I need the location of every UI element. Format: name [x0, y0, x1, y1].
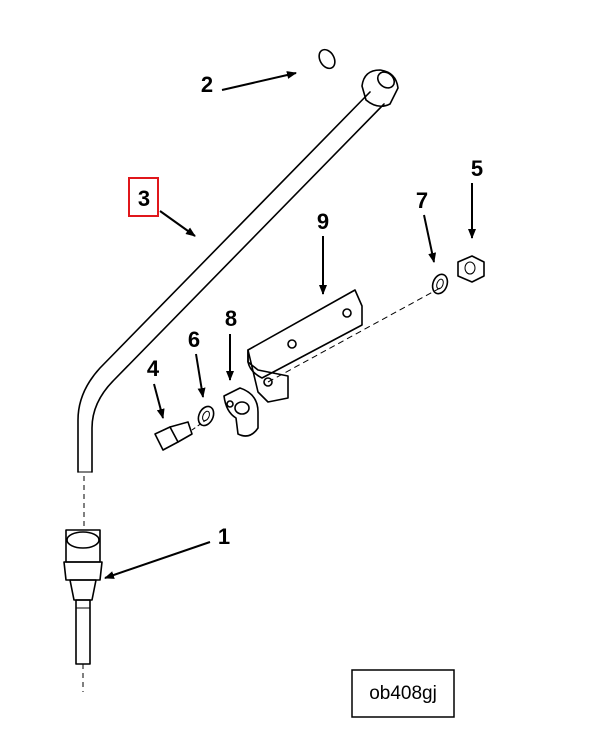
callout-2: 2: [201, 72, 213, 97]
callout-1: 1: [218, 524, 230, 549]
callout-9: 9: [317, 209, 329, 234]
callout-6: 6: [188, 327, 200, 352]
callout-4: 4: [147, 356, 160, 381]
arrow-7: [423, 214, 437, 263]
reference-code: ob408gj: [369, 683, 437, 704]
callout-3: 3: [138, 186, 150, 211]
reference-code-box: [351, 669, 455, 718]
arrow-2: [221, 71, 297, 91]
fitting: [63, 476, 103, 692]
o-ring: [318, 48, 336, 70]
leader-arrows: [104, 71, 476, 579]
arrow-4: [153, 383, 165, 419]
arrow-1: [104, 541, 211, 579]
callout-5: 5: [471, 156, 483, 181]
bracket: [247, 287, 441, 403]
bolt: [154, 419, 207, 451]
callout-8: 8: [225, 306, 237, 331]
washer: [197, 405, 215, 427]
lock-washer: [431, 273, 449, 295]
tube-assembly: [77, 69, 399, 473]
clamp: [223, 387, 259, 437]
nut: [457, 255, 485, 283]
arrow-3: [159, 210, 196, 237]
arrow-6: [195, 353, 206, 398]
callout-3-highlight: [128, 177, 159, 217]
callout-7: 7: [416, 188, 428, 213]
